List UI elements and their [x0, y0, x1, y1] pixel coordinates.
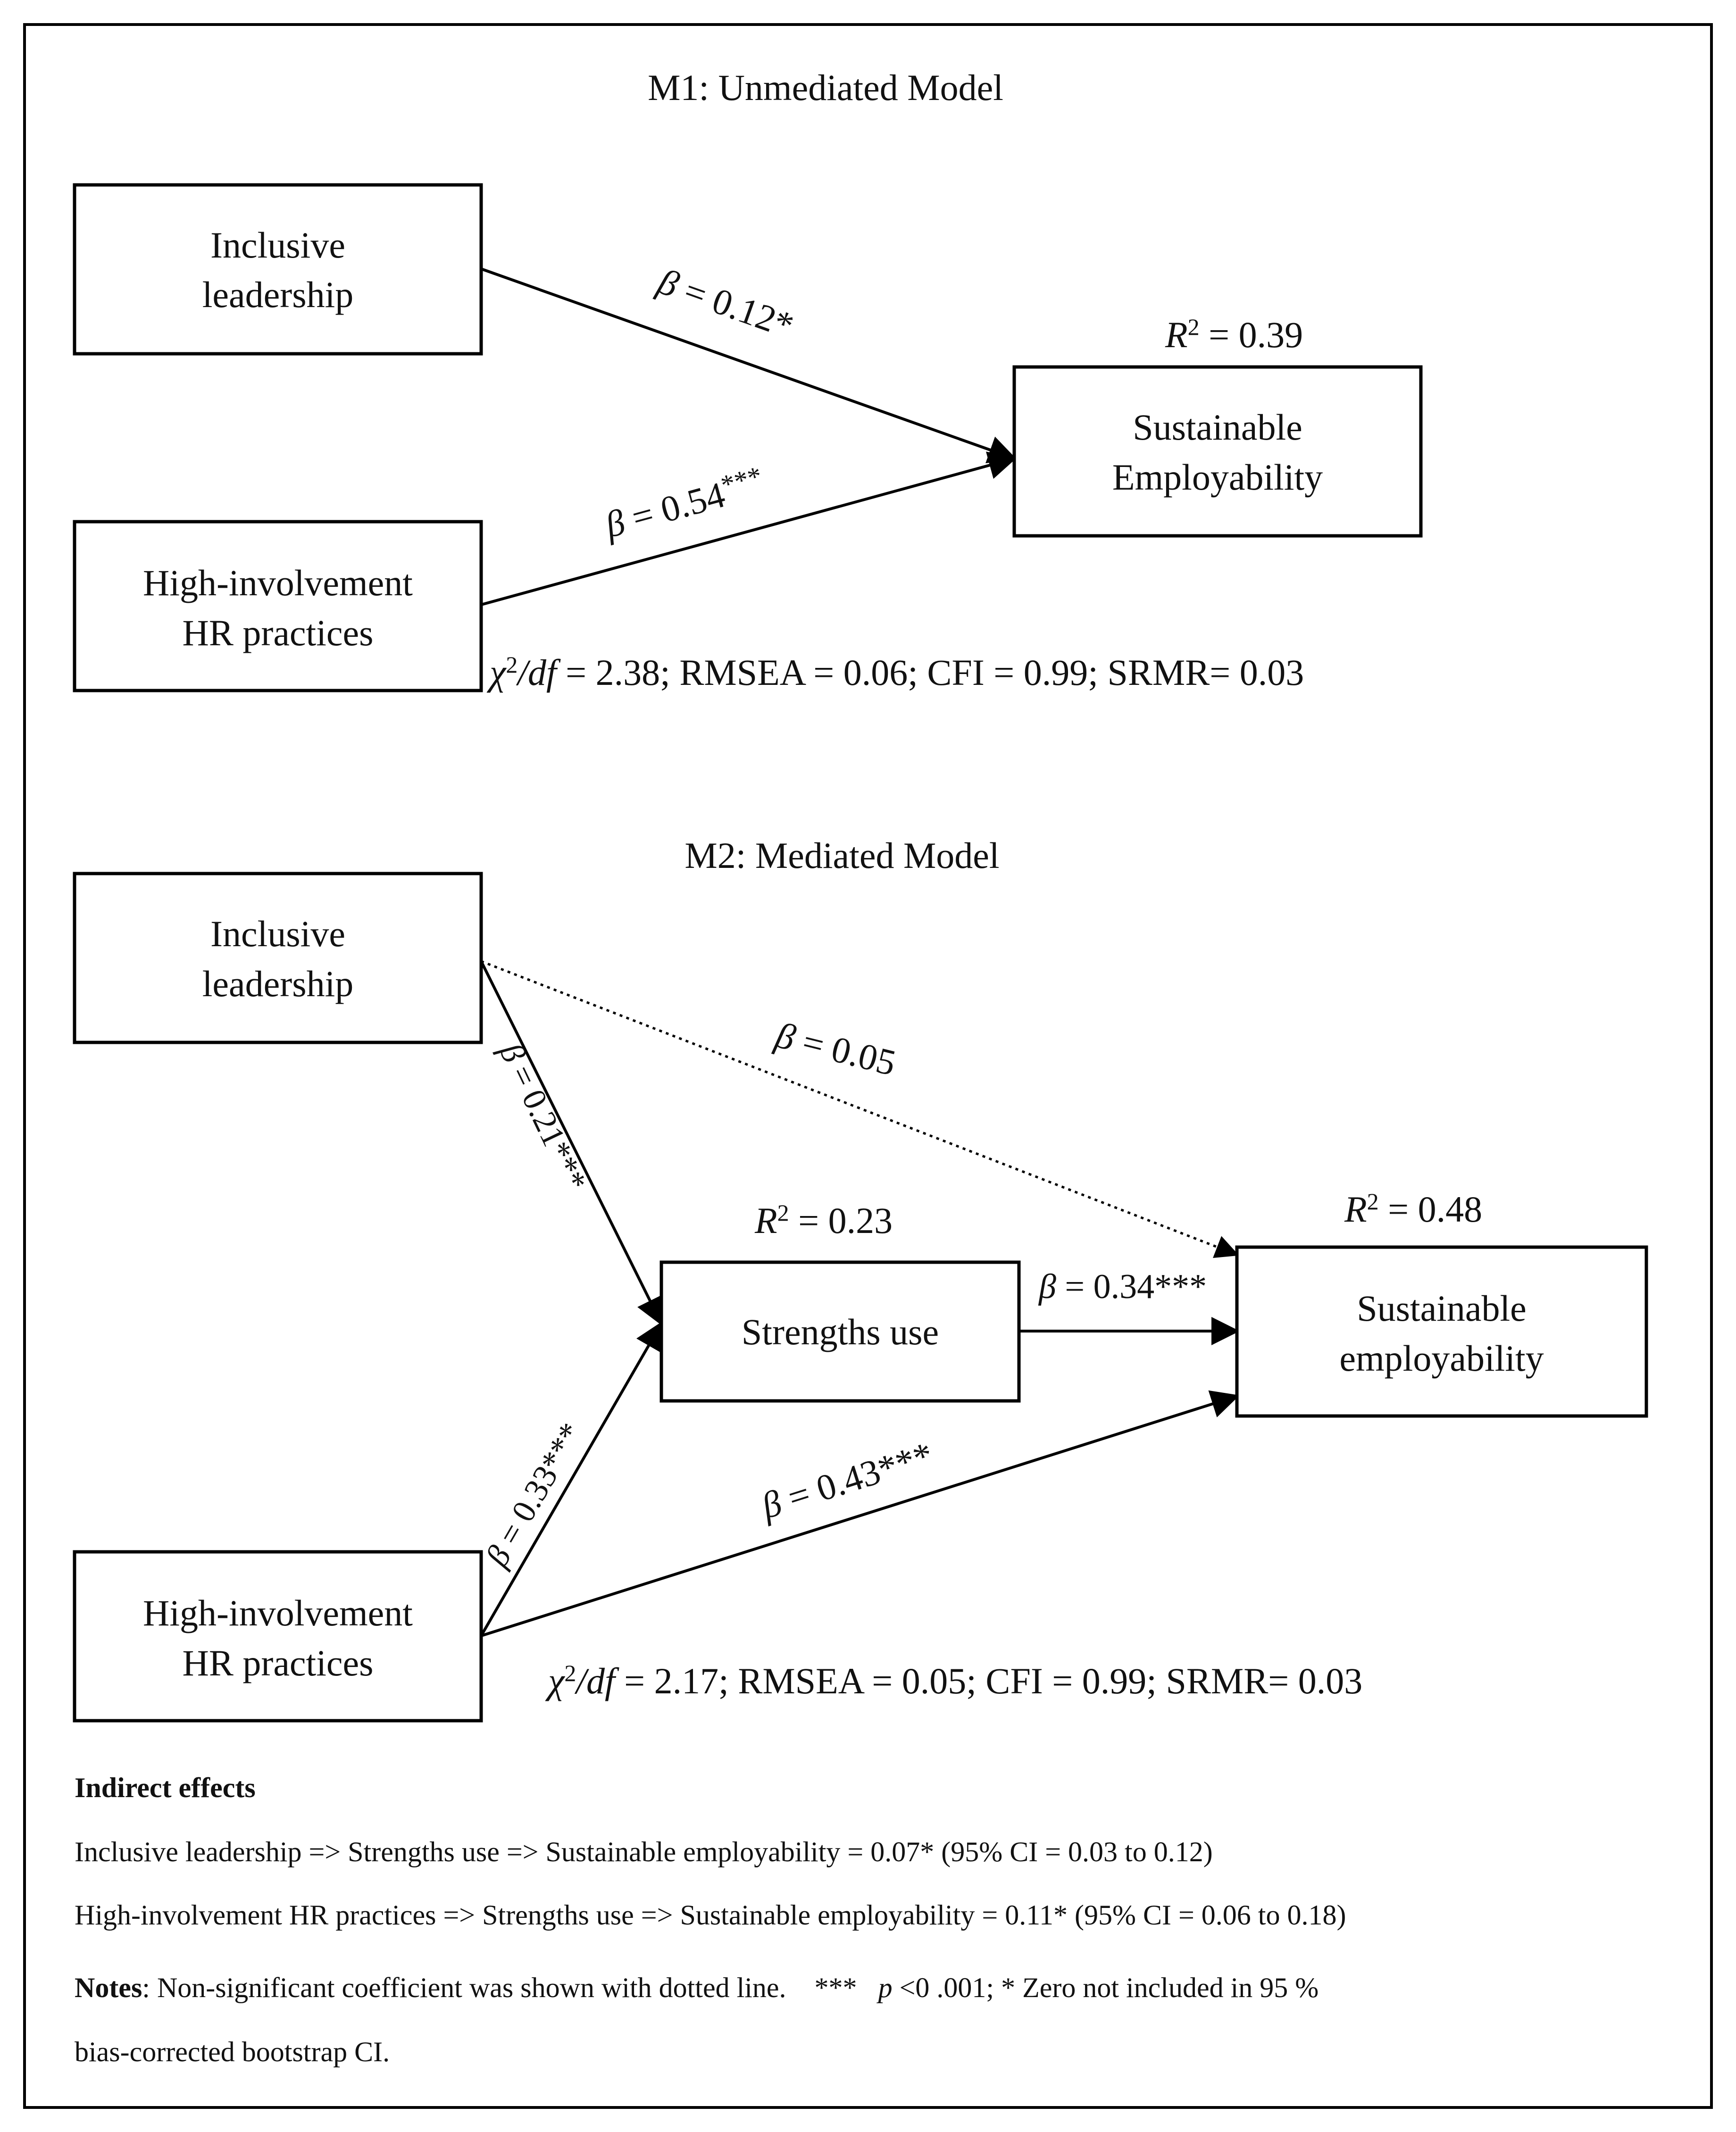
- m2-il-line2: leadership: [202, 963, 354, 1004]
- m1-path-il-to-se: [480, 267, 1017, 464]
- m2-beta-il-su: β = 0.21***: [492, 1037, 593, 1197]
- m2-se-line2: employability: [1339, 1338, 1544, 1379]
- m2-path-il-to-su: [480, 960, 663, 1326]
- m2-beta-hr-se: β = 0.43***: [756, 1434, 938, 1527]
- m2-strengths-use-box: Strengths use: [659, 1260, 1021, 1403]
- indirect-effect-2: High-involvement HR practices => Strengt…: [75, 1899, 1346, 1931]
- m1-hr-line2: HR practices: [182, 612, 373, 653]
- m2-beta-il-se: β = 0.05: [771, 1014, 900, 1083]
- notes-line-2: bias-corrected bootstrap CI.: [75, 2036, 390, 2067]
- m1-title: M1: Unmediated Model: [648, 67, 1003, 108]
- m1-r2-label: R2 = 0.39: [1165, 314, 1303, 355]
- m1-hr-practices-box: High-involvement HR practices: [73, 520, 483, 692]
- m2-beta-su-se: β = 0.34***: [1038, 1267, 1207, 1306]
- m2-hr-line1: High-involvement: [143, 1592, 413, 1633]
- m1-hr-line1: High-involvement: [143, 562, 413, 603]
- m1-inclusive-leadership-box: Inclusive leadership: [73, 183, 483, 356]
- m2-se-r2-label: R2 = 0.48: [1344, 1188, 1482, 1230]
- m1-il-line1: Inclusive: [210, 225, 345, 266]
- indirect-effect-1: Inclusive leadership => Strengths use =>…: [75, 1836, 1213, 1867]
- m1-beta-il: β = 0.12*: [652, 260, 799, 346]
- m2-hr-line2: HR practices: [182, 1642, 373, 1683]
- m1-se-line2: Employability: [1112, 457, 1323, 498]
- m2-su-label: Strengths use: [742, 1311, 939, 1352]
- m2-se-line1: Sustainable: [1357, 1288, 1527, 1329]
- notes-line-1: Notes: Non-significant coefficient was s…: [75, 1972, 1319, 2003]
- indirect-effects-heading: Indirect effects: [75, 1772, 256, 1803]
- m2-su-r2-label: R2 = 0.23: [754, 1199, 893, 1241]
- m1-fit-indices: χ2/df = 2.38; RMSEA = 0.06; CFI = 0.99; …: [486, 651, 1304, 693]
- m2-sustainable-employability-box: Sustainable employability: [1235, 1245, 1648, 1418]
- m2-il-line1: Inclusive: [210, 913, 345, 954]
- m2-fit-indices: χ2/df = 2.17; RMSEA = 0.05; CFI = 0.99; …: [545, 1660, 1362, 1701]
- m1-il-line2: leadership: [202, 274, 354, 315]
- m2-inclusive-leadership-box: Inclusive leadership: [73, 872, 483, 1044]
- m2-hr-practices-box: High-involvement HR practices: [73, 1550, 483, 1723]
- m2-beta-hr-su: β = 0.33***: [478, 1417, 590, 1574]
- m1-path-hr-to-se: [481, 451, 1017, 606]
- m2-path-hr-to-se: [481, 1390, 1240, 1637]
- m2-path-hr-to-su: [480, 1321, 663, 1637]
- m1-sustainable-employability-box: Sustainable Employability: [1012, 365, 1423, 538]
- figure-frame: [23, 23, 1713, 2109]
- m1-se-line1: Sustainable: [1133, 407, 1302, 448]
- m2-path-il-to-se-dotted: [481, 960, 1239, 1258]
- m2-title: M2: Mediated Model: [684, 835, 999, 876]
